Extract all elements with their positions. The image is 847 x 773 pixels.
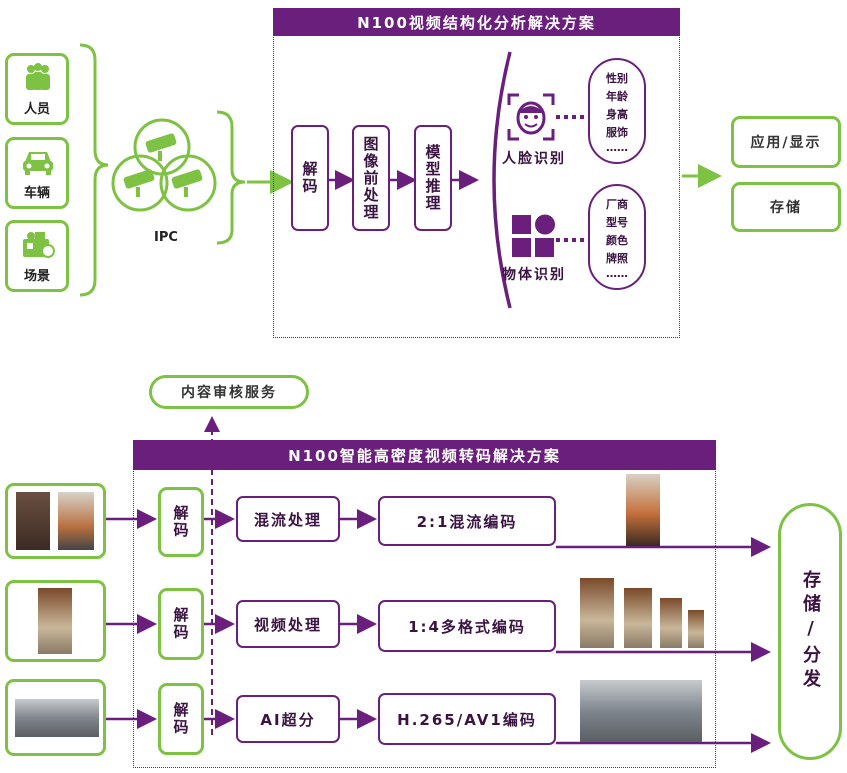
output-app-display: 应用/显示 — [731, 116, 841, 168]
source-vehicles: 车辆 — [5, 137, 69, 209]
content-audit-service: 内容审核服务 — [149, 375, 309, 409]
people-icon — [26, 63, 50, 90]
output-storage: 存储 — [731, 182, 841, 232]
row1-decode: 解码 — [158, 487, 204, 557]
object-attr-color: 颜色 — [606, 234, 628, 247]
face-attr-height: 身高 — [606, 108, 628, 121]
structured-analysis-banner: N100视频结构化分析解决方案 — [273, 8, 680, 36]
input-video-2 — [5, 580, 106, 662]
face-attributes-box: 性别 年龄 身高 服饰 …… — [588, 58, 646, 164]
source-scene: 场景 — [5, 220, 69, 292]
ipc-label: IPC — [154, 230, 178, 245]
row3-decode: 解码 — [158, 683, 204, 755]
source-people: 人员 — [5, 53, 69, 125]
object-attr-more: …… — [606, 267, 628, 280]
object-recognition-label: 物体识别 — [502, 267, 566, 283]
object-attr-model: 型号 — [606, 216, 628, 229]
object-attr-plate: 牌照 — [606, 252, 628, 265]
object-attributes-box: 厂商 型号 颜色 牌照 …… — [588, 184, 646, 290]
source-people-label: 人员 — [23, 102, 50, 117]
output-thumbnail-format-2 — [624, 588, 652, 648]
row2-encode: 1:4多格式编码 — [378, 600, 556, 652]
source-vehicles-label: 车辆 — [23, 186, 50, 201]
storage-distribution-label: 存储/分发 — [800, 570, 821, 693]
face-recognition-label: 人脸识别 — [502, 151, 566, 167]
row1-process: 混流处理 — [236, 496, 340, 542]
video-thumbnail — [38, 588, 72, 654]
output-thumbnail-superres — [580, 680, 702, 742]
step-inference: 模型推理 — [414, 125, 452, 231]
row3-process: AI超分 — [236, 695, 340, 743]
scene-icon — [23, 232, 55, 258]
row2-process: 视频处理 — [236, 600, 340, 648]
ipc-cameras-icon — [111, 118, 217, 212]
input-video-1 — [5, 483, 106, 559]
face-attr-clothing: 服饰 — [606, 126, 628, 139]
step-decode: 解码 — [291, 125, 329, 231]
output-thumbnail-format-1 — [580, 578, 614, 648]
source-scene-label: 场景 — [23, 269, 50, 284]
row1-encode: 2:1混流编码 — [378, 496, 556, 546]
step-preprocess: 图像前处理 — [352, 125, 390, 231]
car-icon — [23, 152, 53, 175]
face-attr-more: …… — [606, 141, 628, 154]
object-recognition-icon — [512, 214, 555, 257]
storage-distribution: 存储/分发 — [778, 503, 842, 760]
output-thumbnail-format-3 — [660, 598, 682, 648]
input-video-3 — [5, 679, 106, 756]
video-thumbnail — [15, 699, 99, 737]
output-thumbnail-mixed — [626, 474, 660, 546]
row3-encode: H.265/AV1编码 — [378, 693, 556, 745]
face-attr-age: 年龄 — [606, 90, 628, 103]
video-thumbnail — [16, 492, 50, 550]
row2-decode: 解码 — [158, 588, 204, 660]
video-thumbnail — [58, 492, 94, 550]
face-recognition-icon — [507, 93, 555, 141]
object-attr-maker: 厂商 — [606, 198, 628, 211]
face-attr-gender: 性别 — [606, 72, 628, 85]
output-thumbnail-format-4 — [688, 610, 704, 648]
transcoding-banner: N100智能高密度视频转码解决方案 — [133, 440, 716, 470]
